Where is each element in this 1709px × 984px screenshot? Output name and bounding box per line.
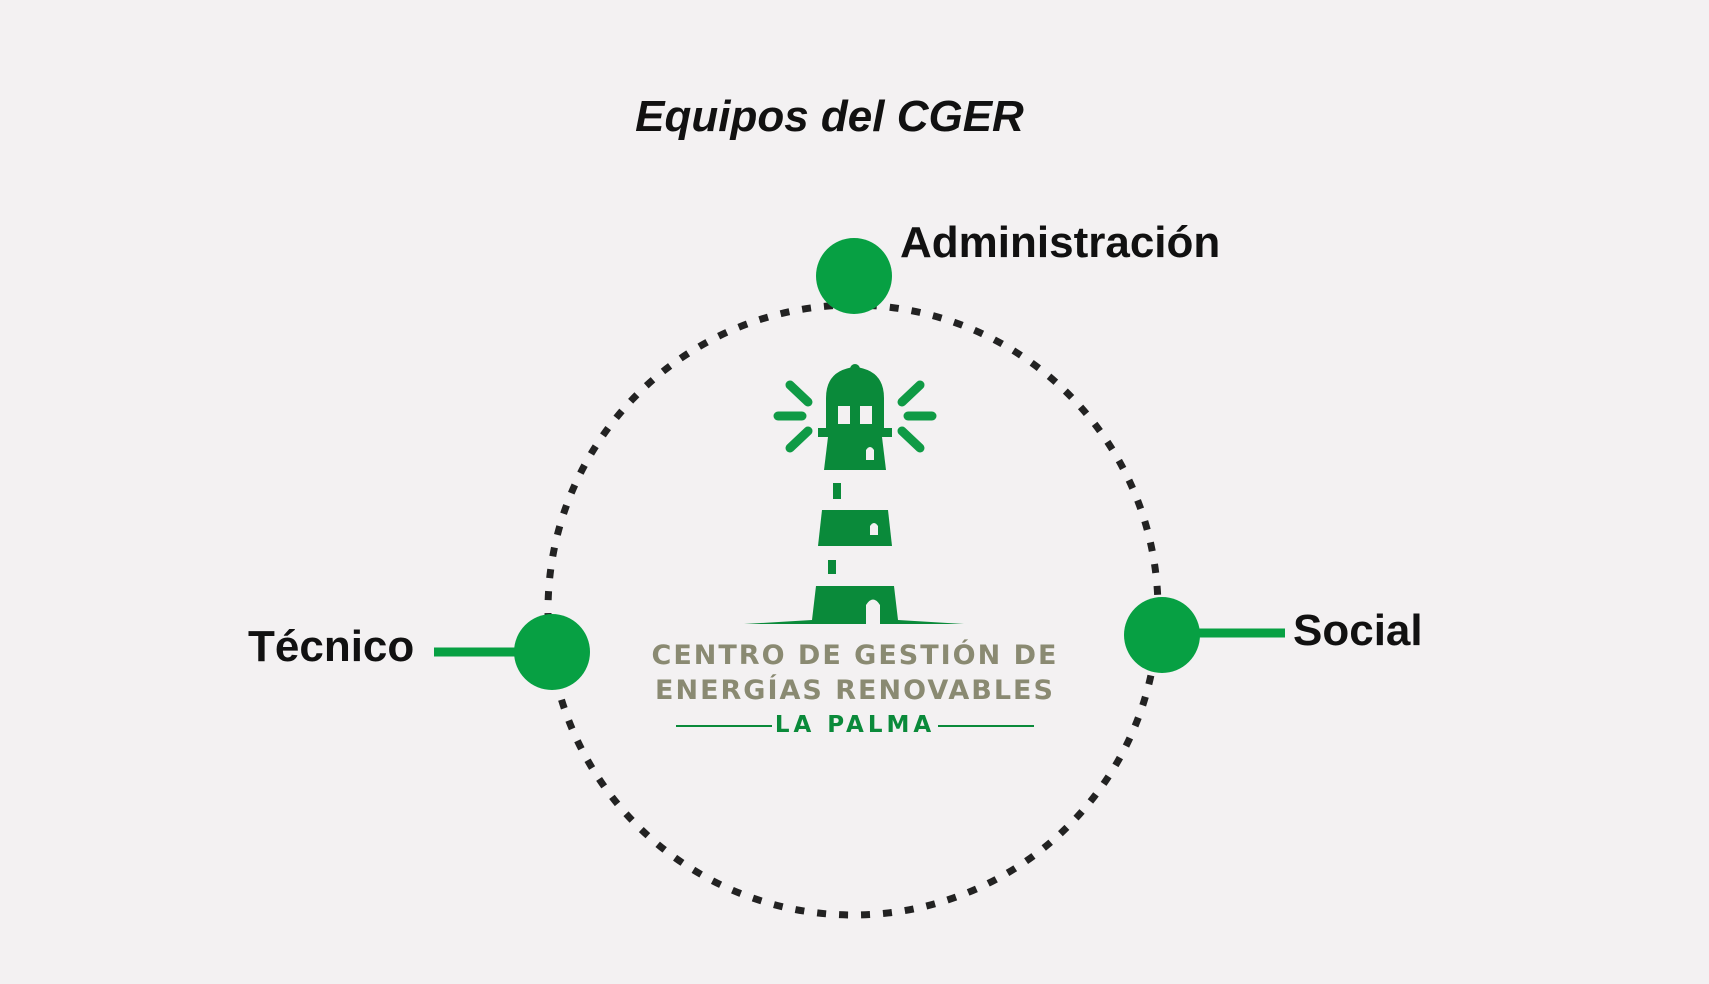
- node-social[interactable]: [1124, 597, 1200, 673]
- logo-line-2: ENERGÍAS RENOVABLES: [655, 675, 1055, 706]
- node-tecnico[interactable]: [514, 614, 590, 690]
- label-administracion: Administración: [900, 218, 1221, 267]
- lighthouse-icon: [744, 364, 964, 624]
- node-administracion[interactable]: [816, 238, 892, 314]
- logo-line-1: CENTRO DE GESTIÓN DE: [651, 640, 1059, 671]
- label-social: Social: [1293, 606, 1423, 655]
- label-tecnico: Técnico: [248, 622, 415, 671]
- logo-line-3: LA PALMA: [774, 712, 936, 738]
- page-title: Equipos del CGER: [635, 92, 1024, 141]
